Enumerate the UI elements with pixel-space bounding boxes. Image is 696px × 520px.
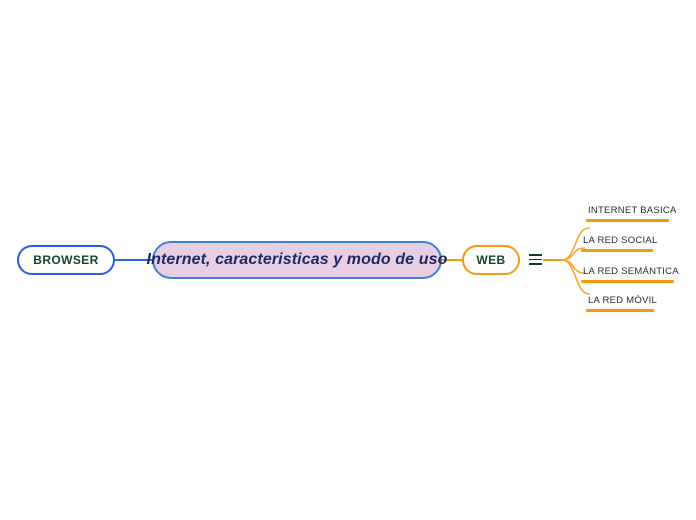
list-line-3 [529,263,542,265]
branch-node-2-label: LA RED SOCIAL [583,235,658,246]
branch-node-3-underline [581,280,674,283]
branch-node-1-label: INTERNET BASICA [588,205,677,216]
branch-node-4-underline [586,309,654,312]
branch-node-3-label: LA RED SEMÁNTICA [583,266,679,277]
branch-node-2[interactable]: LA RED SOCIAL [581,235,658,252]
list-lines-icon[interactable] [529,252,542,267]
node-browser-label: BROWSER [33,253,99,267]
list-line-2 [529,258,542,261]
branch-node-1[interactable]: INTERNET BASICA [586,205,677,222]
branch-node-1-underline [586,219,669,222]
node-central-topic[interactable]: Internet, caracteristicas y modo de uso [147,241,447,279]
branch-node-4-label: LA RED MÓVIL [588,295,657,306]
node-central-topic-label: Internet, caracteristicas y modo de uso [146,251,448,268]
node-web[interactable]: WEB [462,245,520,275]
list-line-1 [529,254,542,256]
node-web-label: WEB [476,253,506,267]
branch-node-4[interactable]: LA RED MÓVIL [586,295,657,312]
node-browser[interactable]: BROWSER [17,245,115,275]
branch-node-3[interactable]: LA RED SEMÁNTICA [581,266,679,283]
branch-node-2-underline [581,249,653,252]
